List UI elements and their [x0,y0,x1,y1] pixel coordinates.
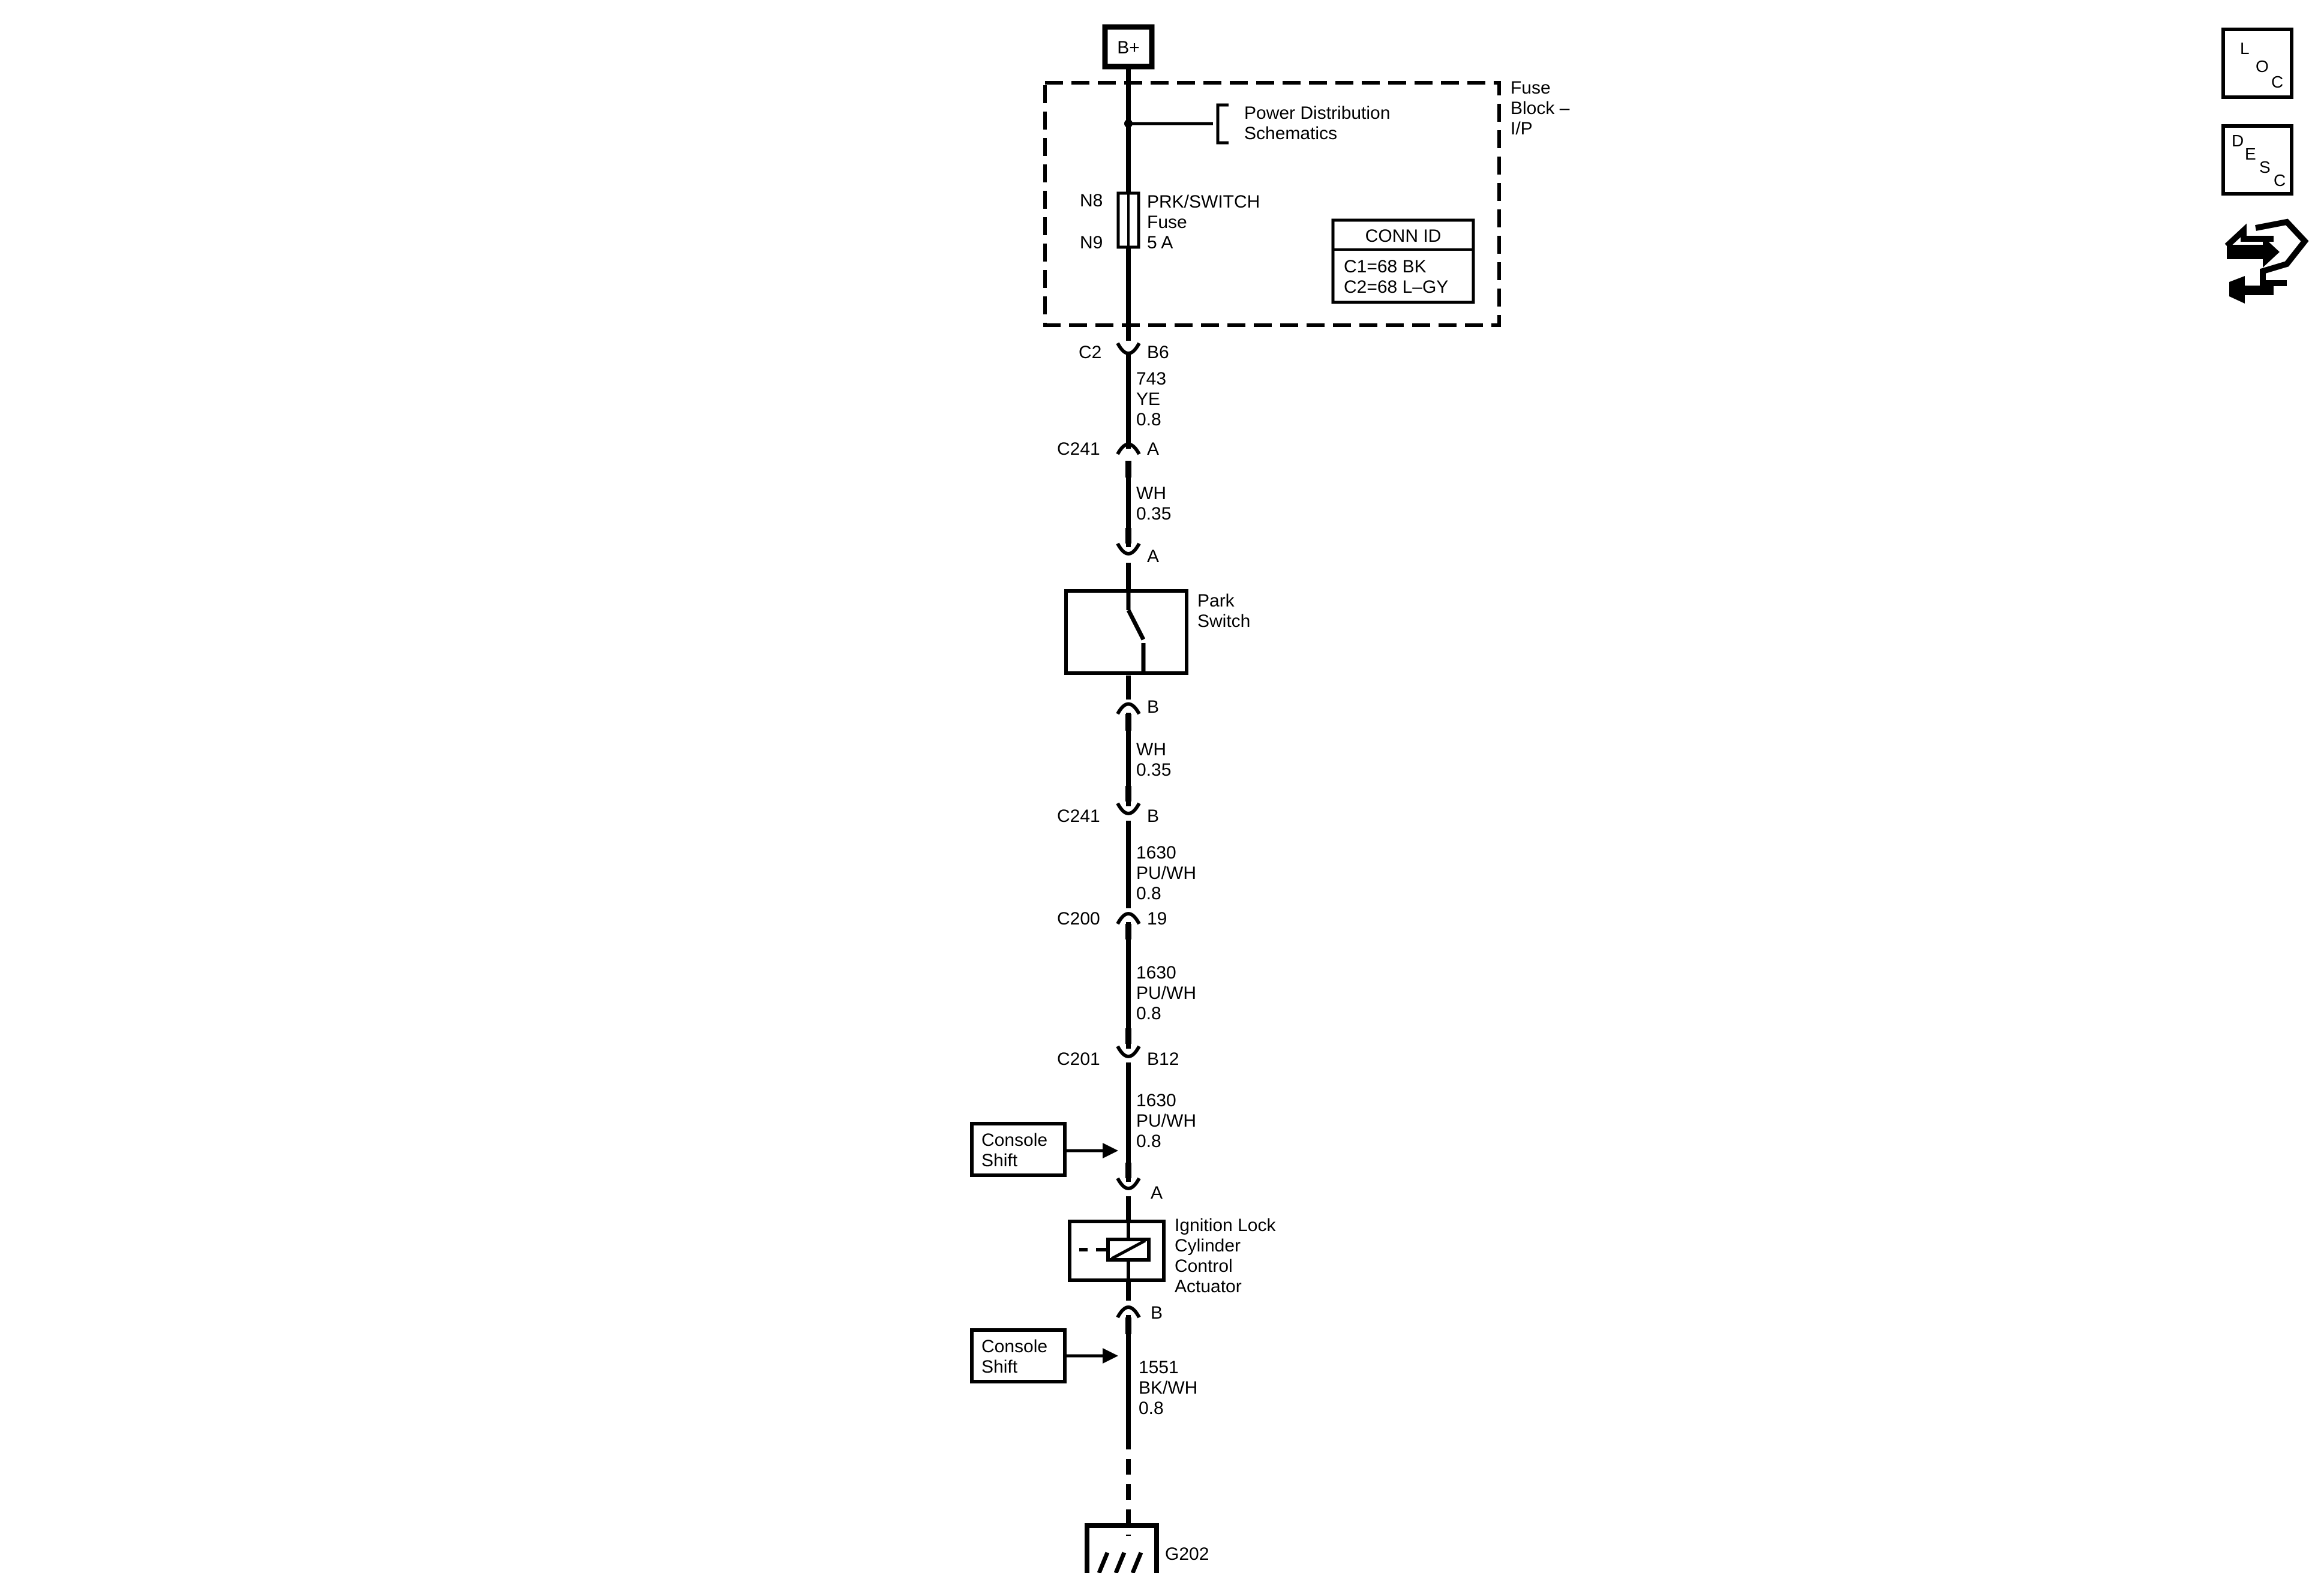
connector-switch-b-symbol [1116,702,1141,715]
conn-id-title: CONN ID [1365,226,1442,246]
console-shift-2-label-2: Shift [981,1357,1018,1377]
connector-c201-pin: B12 [1147,1049,1179,1069]
connector-switch-a-pin: A [1147,547,1159,566]
fuse-block-name-2: Block – [1511,98,1570,118]
fuse-pin-n9: N9 [1080,233,1103,253]
fuse-word: Fuse [1147,212,1187,232]
wire-5-color: PU/WH [1136,983,1196,1003]
connector-actuator-a-pin: A [1151,1183,1163,1203]
wire-4-circuit: 1630 [1136,843,1176,863]
wire-5-circuit: 1630 [1136,963,1176,983]
desc-letter-d: D [2232,131,2244,150]
wire-4-gauge: 0.8 [1136,884,1161,903]
wire-2-color: WH [1136,484,1166,503]
connector-c2-id: C2 [1079,343,1101,362]
connector-symbols [1116,342,1141,1319]
connector-switch-a-symbol [1116,542,1141,556]
wire-3-gauge: 0.35 [1136,760,1171,780]
wire-6-gauge: 0.8 [1136,1131,1161,1151]
battery-supply-label: B+ [1117,38,1140,58]
park-switch [1064,589,1188,675]
connector-c241b-id: C241 [1057,806,1100,826]
connector-c241a-pin: A [1147,439,1159,459]
conn-id-c2: C2=68 L–GY [1344,277,1448,297]
console-shift-2-arrow-head [1103,1348,1118,1364]
schematic-reference-bracket [1216,103,1229,145]
connector-actuator-b-symbol [1116,1305,1141,1319]
wire-1-circuit: 743 [1136,369,1166,389]
connector-c241b-pin: B [1147,806,1159,826]
ground-g202 [1085,1523,1159,1573]
fuse-pin-n8: N8 [1080,191,1103,211]
park-switch-label-1: Park [1197,591,1235,611]
desc-letter-c: C [2274,171,2286,190]
console-shift-1-label-1: Console [981,1130,1047,1150]
loc-letter-c: C [2271,73,2283,91]
power-distribution-ref-2[interactable]: Schematics [1244,124,1337,143]
ignition-lock-actuator [1068,1220,1166,1282]
connector-c201-id: C201 [1057,1049,1100,1069]
wire-1-color: YE [1136,389,1160,409]
connector-actuator-a-symbol [1116,1177,1141,1190]
connector-c200-id: C200 [1057,909,1100,929]
loc-button[interactable]: L O C [2221,28,2293,99]
connector-c2-symbol [1116,342,1141,355]
actuator-label-1: Ignition Lock [1175,1215,1276,1235]
console-shift-ref-1[interactable]: Console Shift [970,1122,1067,1177]
connector-c200-symbol [1116,912,1141,925]
desc-letter-e: E [2245,145,2256,163]
console-shift-1-label-2: Shift [981,1151,1018,1170]
fuse-block-ip: Fuse Block – I/P Power Distribution Sche… [1043,78,1570,327]
fuse-block-name-1: Fuse [1511,78,1551,98]
connector-c201-symbol [1116,1045,1141,1058]
connector-switch-b-pin: B [1147,697,1159,717]
connector-c200-pin: 19 [1147,909,1167,929]
wire-6-color: PU/WH [1136,1111,1196,1131]
console-shift-ref-2[interactable]: Console Shift [970,1328,1067,1383]
connector-c241a-id: C241 [1057,439,1100,459]
conn-id-table: CONN ID C1=68 BK C2=68 L–GY [1331,218,1475,304]
actuator-label-2: Cylinder [1175,1236,1241,1256]
connector-navigation-icon[interactable] [2224,218,2309,304]
actuator-label-3: Control [1175,1256,1233,1276]
connector-c241a-symbol [1116,442,1141,455]
fuse-rating: 5 A [1147,233,1173,253]
connector-c241b-symbol [1116,802,1141,815]
console-shift-2-label-1: Console [981,1337,1047,1356]
wire-5-gauge: 0.8 [1136,1004,1161,1023]
park-switch-label-2: Switch [1197,611,1250,631]
battery-supply-box: B+ [1102,24,1155,70]
wire-6-circuit: 1630 [1136,1091,1176,1110]
power-distribution-ref-1[interactable]: Power Distribution [1244,103,1390,123]
wire-4-color: PU/WH [1136,863,1196,883]
desc-letter-s: S [2259,158,2271,176]
loc-letter-o: O [2256,57,2269,76]
connector-actuator-b-pin: B [1151,1303,1163,1323]
prk-switch-fuse [1116,191,1140,249]
ground-label: G202 [1165,1544,1209,1564]
loc-letter-l: L [2240,39,2250,58]
desc-button[interactable]: D E S C [2221,124,2293,196]
conn-id-c1: C1=68 BK [1344,257,1427,277]
connector-c2-pin: B6 [1147,343,1169,362]
actuator-label-4: Actuator [1175,1277,1242,1296]
console-shift-1-arrow-head [1103,1143,1118,1158]
wire-3-color: WH [1136,740,1166,760]
connector-pins [1125,461,1131,1334]
wire-7-color: BK/WH [1139,1378,1197,1398]
wire-7-gauge: 0.8 [1139,1398,1164,1418]
fuse-name: PRK/SWITCH [1147,192,1260,212]
wire-1-gauge: 0.8 [1136,410,1161,430]
wire-labels: 743 YE 0.8 WH 0.35 WH 0.35 1630 PU/WH 0.… [1136,369,1197,1418]
fuse-block-name-3: I/P [1511,119,1533,139]
wire-7-circuit: 1551 [1139,1358,1179,1377]
wire-2-gauge: 0.35 [1136,504,1171,524]
